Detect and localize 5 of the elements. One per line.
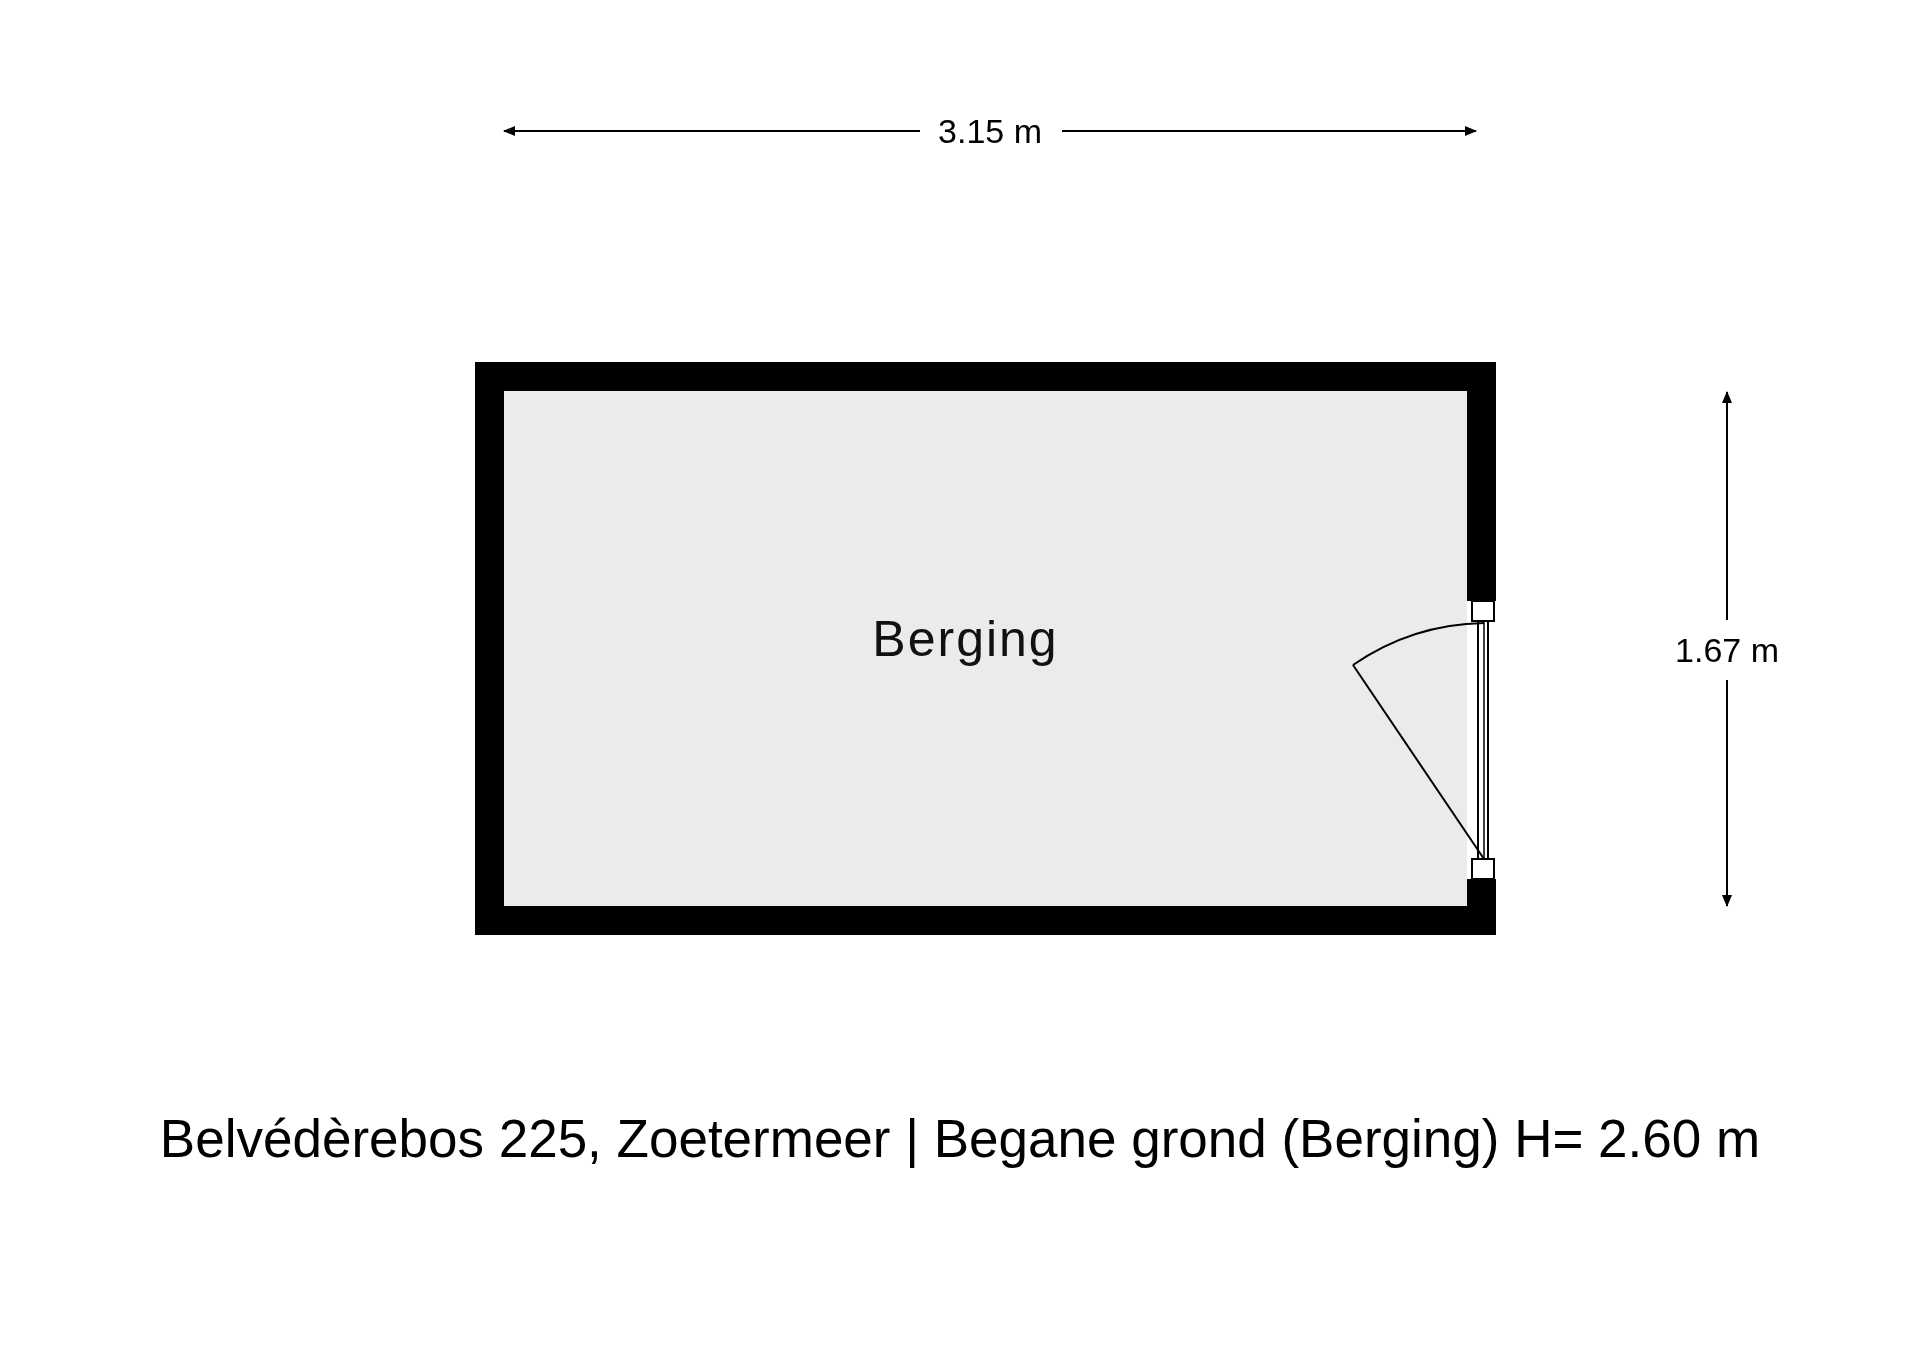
caption: Belvédèrebos 225, Zoetermeer | Begane grond (Berging) H= 2.60 m: [158, 1108, 1762, 1169]
room-floor: [504, 391, 1467, 906]
room-label: Berging: [872, 609, 1059, 668]
dimension-label: 1.67 m: [1675, 630, 1779, 670]
dimension-label: 3.15 m: [938, 111, 1042, 151]
